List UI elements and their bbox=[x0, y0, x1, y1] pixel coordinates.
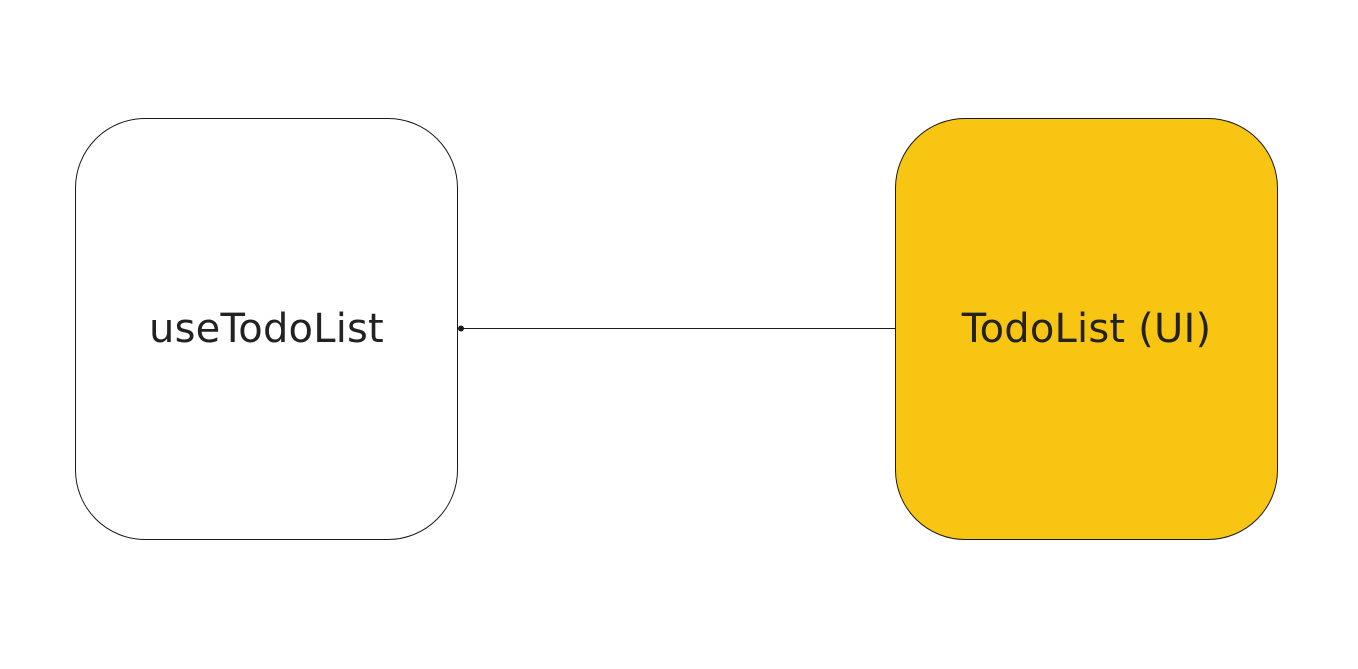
node-todolist-ui: TodoList (UI) bbox=[895, 118, 1278, 540]
node-usetodolist-label: useTodoList bbox=[149, 306, 384, 352]
node-usetodolist: useTodoList bbox=[75, 118, 458, 540]
node-todolist-ui-label: TodoList (UI) bbox=[961, 306, 1212, 352]
edge-start-dot bbox=[458, 325, 464, 332]
